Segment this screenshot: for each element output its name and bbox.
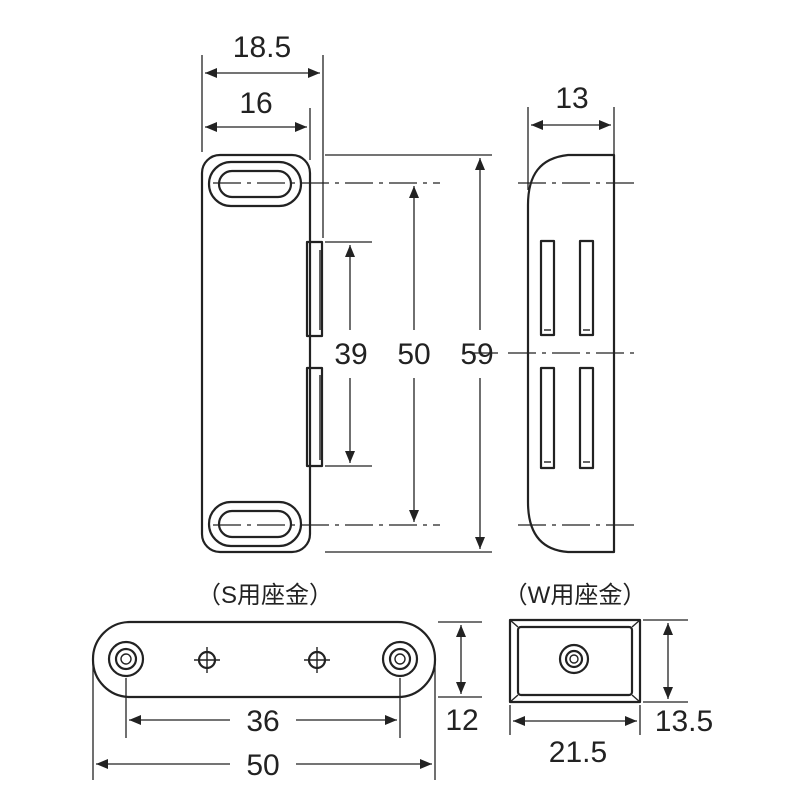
s-plate-center-mark-right xyxy=(304,647,330,673)
dim-label-s-hole-pitch: 36 xyxy=(246,705,279,738)
side-slot xyxy=(578,366,595,470)
dim-label-depth: 13 xyxy=(555,82,588,115)
front-body-outline xyxy=(200,153,312,554)
magnet-strip-lower xyxy=(305,366,324,468)
side-slot xyxy=(539,239,556,337)
slot-hole-bottom xyxy=(207,500,303,548)
dim-label-total-width: 18.5 xyxy=(233,31,291,64)
slot-hole-top xyxy=(207,160,303,208)
w-plate-inner-face xyxy=(516,625,634,697)
w-plate-hole xyxy=(558,643,590,675)
dim-label-s-height: 12 xyxy=(445,704,478,737)
side-slot xyxy=(539,366,556,470)
w-plate-caption: （W用座金） xyxy=(504,582,647,609)
side-slot xyxy=(578,239,595,337)
s-plate-hole-left xyxy=(107,640,145,678)
dim-label-w-height: 13.5 xyxy=(655,705,713,738)
side-body-outline xyxy=(526,153,616,554)
s-plate-view: （S用座金） xyxy=(91,582,482,782)
s-plate-outline xyxy=(91,620,437,699)
s-plate-hole-right xyxy=(381,640,419,678)
dim-label-total-height: 59 xyxy=(460,338,493,371)
s-plate-caption: （S用座金） xyxy=(197,582,333,609)
dim-label-hole-pitch: 50 xyxy=(397,338,430,371)
magnet-strip-upper xyxy=(305,240,324,338)
dim-label-w-width: 21.5 xyxy=(549,736,607,769)
dim-label-s-length: 50 xyxy=(246,749,279,782)
w-plate-outline xyxy=(508,618,642,704)
dim-label-body-width: 16 xyxy=(239,87,272,120)
side-view: 13 xyxy=(508,82,640,554)
front-view: 18.5 16 39 50 59 xyxy=(200,31,500,554)
w-plate-view: （W用座金） 21.5 13.5 xyxy=(504,582,714,769)
s-plate-center-mark-left xyxy=(194,647,220,673)
dim-label-magnet-span: 39 xyxy=(334,338,367,371)
